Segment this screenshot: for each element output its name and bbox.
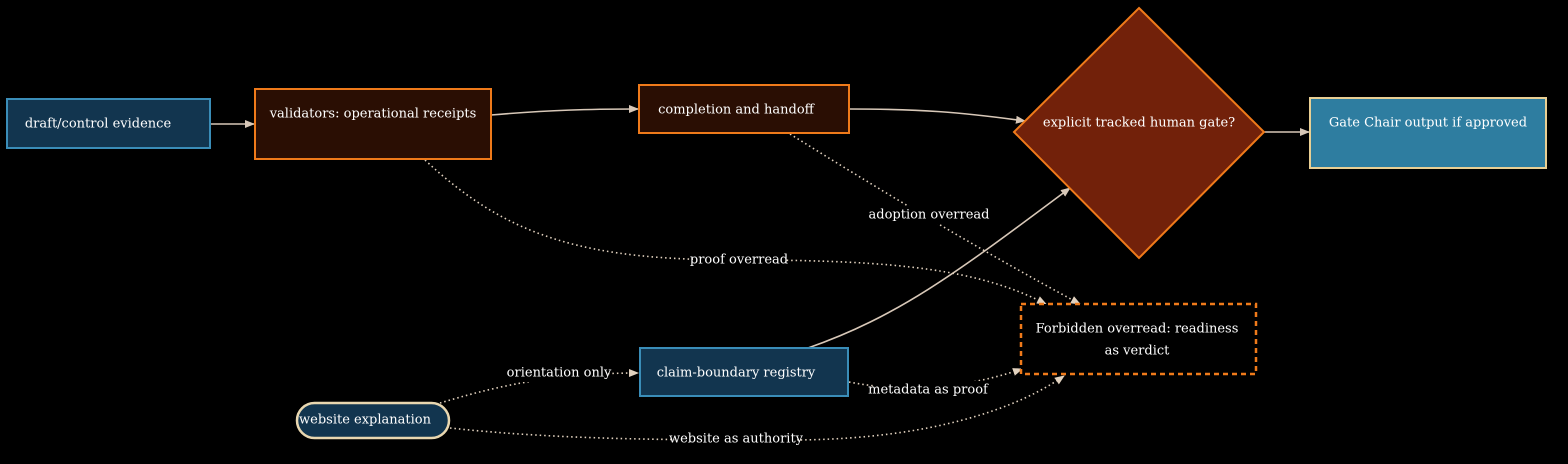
node-claim-boundary-registry[interactable]: claim-boundary registry bbox=[639, 347, 849, 397]
svg-text:draft/control evidence: draft/control evidence bbox=[25, 117, 172, 132]
edge-completion-to-gate bbox=[848, 108, 1026, 124]
svg-text:website explanation: website explanation bbox=[299, 413, 432, 428]
edge-validators-proof-overread bbox=[424, 159, 1047, 305]
svg-text:claim-boundary registry: claim-boundary registry bbox=[657, 366, 816, 381]
svg-text:Gate Chair output if approved: Gate Chair output if approved bbox=[1329, 116, 1527, 131]
node-website-explanation[interactable]: website explanation bbox=[295, 401, 451, 440]
node-completion-and-handoff[interactable]: completion and handoff bbox=[638, 84, 850, 134]
svg-text:completion and handoff: completion and handoff bbox=[658, 103, 816, 118]
svg-text:orientation only: orientation only bbox=[507, 366, 612, 381]
edge-label-website-as-authority: website as authority bbox=[669, 430, 804, 448]
svg-text:explicit tracked human gate?: explicit tracked human gate? bbox=[1043, 116, 1235, 131]
node-draft-control-evidence[interactable]: draft/control evidence bbox=[6, 98, 211, 149]
edge-label-metadata-as-proof: metadata as proof bbox=[868, 381, 989, 399]
edge-label-adoption-overread: adoption overread bbox=[869, 206, 990, 224]
node-explicit-tracked-human-gate[interactable]: explicit tracked human gate? bbox=[1012, 6, 1266, 260]
node-forbidden-overread[interactable]: Forbidden overread: readiness as verdict bbox=[1019, 302, 1258, 376]
svg-text:adoption overread: adoption overread bbox=[869, 208, 990, 223]
edge-label-orientation-only: orientation only bbox=[507, 364, 612, 382]
svg-text:website as authority: website as authority bbox=[669, 432, 804, 447]
svg-text:proof overread: proof overread bbox=[690, 253, 788, 268]
edge-validators-to-completion bbox=[490, 105, 639, 116]
edge-website-as-authority bbox=[449, 375, 1065, 441]
node-validators-operational-receipts[interactable]: validators: operational receipts bbox=[254, 88, 492, 160]
svg-text:validators: operational receip: validators: operational receipts bbox=[269, 107, 477, 122]
svg-text:metadata as proof: metadata as proof bbox=[868, 383, 989, 398]
svg-text:Forbidden overread: readiness: Forbidden overread: readiness bbox=[1036, 322, 1239, 337]
node-gate-chair-output[interactable]: Gate Chair output if approved bbox=[1309, 97, 1547, 169]
edge-registry-metadata-as-proof bbox=[848, 368, 1023, 389]
edge-registry-to-gate bbox=[807, 187, 1071, 349]
edge-label-proof-overread: proof overread bbox=[690, 251, 788, 269]
svg-text:as verdict: as verdict bbox=[1105, 344, 1171, 359]
